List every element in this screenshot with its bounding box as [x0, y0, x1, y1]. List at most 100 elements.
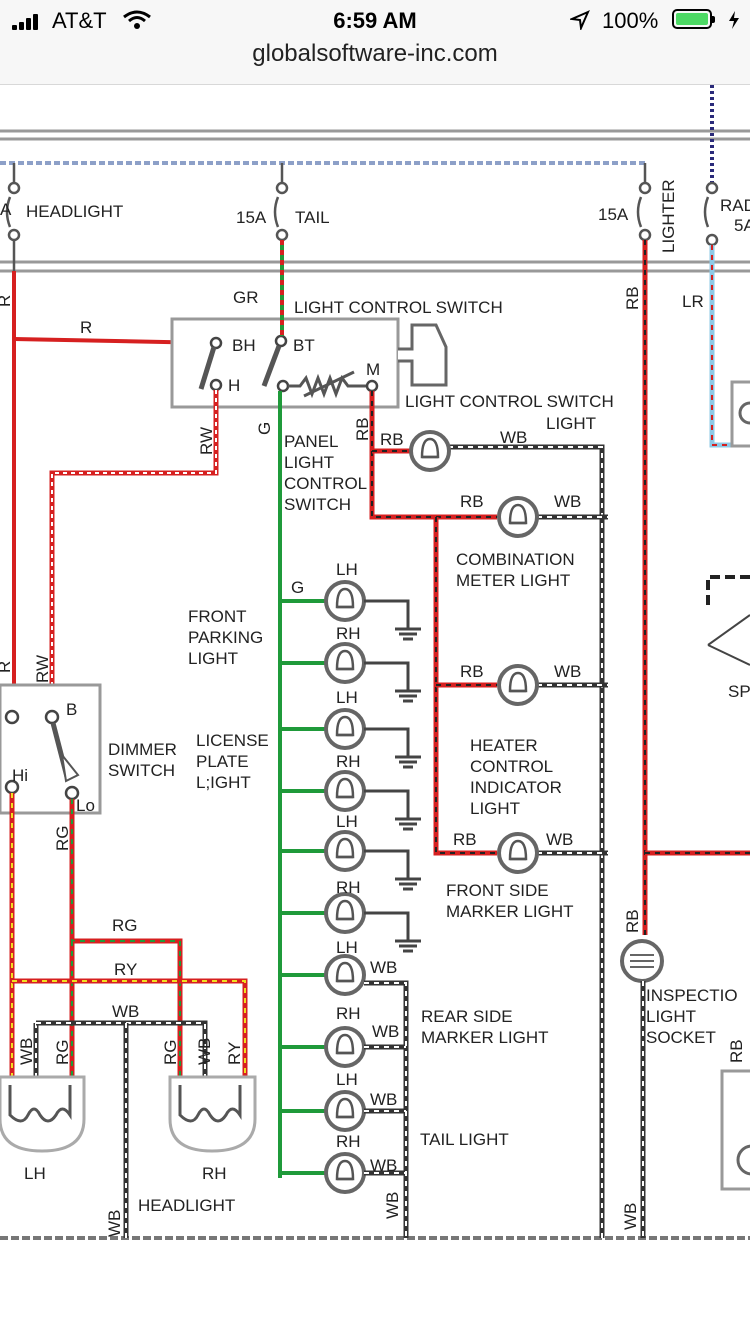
wire-label-wb11: WB	[112, 1002, 139, 1021]
rear-lamps	[280, 954, 409, 1238]
wire-label-rg1: RG	[53, 826, 72, 852]
rear-side-marker-label-2: MARKER LIGHT	[421, 1028, 549, 1047]
lamp-side-3: RH	[336, 752, 361, 771]
panel-light-label-2: LIGHT	[284, 453, 334, 472]
battery-icon	[672, 9, 715, 29]
switch-bt: BT	[293, 336, 315, 355]
lamp-side-7: RH	[336, 1004, 361, 1023]
wifi-icon	[123, 10, 151, 29]
lamp-side-1: RH	[336, 624, 361, 643]
wire-label-wb9: WB	[383, 1192, 402, 1219]
switch-bh: BH	[232, 336, 256, 355]
license-plate-label-2: PLATE	[196, 752, 249, 771]
wire-label-rw1: RW	[197, 427, 216, 455]
status-bar: AT&T 6:59 AM 100% globalsoftware-inc.com	[0, 0, 750, 85]
front-side-marker-label-2: MARKER LIGHT	[446, 902, 574, 921]
front-parking-label-3: LIGHT	[188, 649, 238, 668]
wire-label-rb8: RB	[727, 1039, 746, 1063]
inspection-label-3: SOCKET	[646, 1028, 716, 1047]
location-arrow-icon	[570, 10, 590, 30]
wire-label-rg4: RG	[161, 1040, 180, 1066]
dimmer-label-1: DIMMER	[108, 740, 177, 759]
front-parking-label-2: PARKING	[188, 628, 263, 647]
front-side-marker-label-1: FRONT SIDE	[446, 881, 549, 900]
lamp-side-6: LH	[336, 938, 358, 957]
speaker-label: SP	[728, 682, 750, 701]
fuse-lighter-rating: 15A	[598, 205, 629, 224]
heater-label-1: HEATER	[470, 736, 538, 755]
lcs-light-lamp	[409, 430, 451, 472]
wire-label-rb5: RB	[453, 830, 477, 849]
headlight-bottom-label: HEADLIGHT	[138, 1196, 235, 1215]
wire-label-wb3: WB	[554, 662, 581, 681]
dimmer-lo: Lo	[76, 796, 95, 815]
panel-light-label-4: SWITCH	[284, 495, 351, 514]
wire-label-wb2: WB	[554, 492, 581, 511]
switch-h: H	[228, 376, 240, 395]
inspection-label-1: INSPECTIO	[646, 986, 738, 1005]
signal-icon	[12, 14, 46, 30]
lamp-side-5: RH	[336, 878, 361, 897]
wire-label-rb6: RB	[623, 286, 642, 310]
charging-bolt-icon	[729, 11, 739, 29]
wire-label-wb6: WB	[372, 1022, 399, 1041]
headlight-rh-label: RH	[202, 1164, 227, 1183]
clock: 6:59 AM	[333, 8, 417, 33]
lamp-side-8: LH	[336, 1070, 358, 1089]
license-plate-label-3: L;IGHT	[196, 773, 251, 792]
dimmer-b: B	[66, 700, 77, 719]
switch-m: M	[366, 360, 380, 379]
wire-label-wb1: WB	[500, 428, 527, 447]
wire-label-rw2: RW	[33, 655, 52, 683]
panel-light-label-3: CONTROL	[284, 474, 367, 493]
heater-label-2: CONTROL	[470, 757, 553, 776]
wire-label-r2: R	[80, 318, 92, 337]
heater-label-4: LIGHT	[470, 799, 520, 818]
battery-percent: 100%	[602, 8, 659, 33]
fuse-headlight-label: HEADLIGHT	[26, 202, 123, 221]
wire-label-wb13: WB	[195, 1038, 214, 1065]
heater-label-3: INDICATOR	[470, 778, 562, 797]
carrier: AT&T	[52, 8, 107, 33]
wire-label-rb2: RB	[380, 430, 404, 449]
fuse-tail-rating: 15A	[236, 208, 267, 227]
wire-label-rg2: RG	[112, 916, 138, 935]
wire-label-wb4: WB	[546, 830, 573, 849]
tail-light-label: TAIL LIGHT	[420, 1130, 509, 1149]
dimmer-hi: Hi	[12, 766, 28, 785]
wire-label-wb12: WB	[17, 1038, 36, 1065]
wire-label-wb8: WB	[370, 1156, 397, 1175]
fuse-rad-rating: 5A	[734, 216, 750, 235]
wire-label-rg3: RG	[53, 1040, 72, 1066]
wire-label-r1: R	[0, 295, 14, 307]
panel-light-label-1: PANEL	[284, 432, 339, 451]
front-side-marker-lamp	[497, 832, 539, 874]
fuse-edge-label: A	[0, 200, 12, 219]
light-control-switch-title: LIGHT CONTROL SWITCH	[294, 298, 503, 317]
fuse-rad-label: RAD	[720, 196, 750, 215]
headlight-lh-label: LH	[24, 1164, 46, 1183]
wire-label-ry1: RY	[114, 960, 137, 979]
lamp-side-0: LH	[336, 560, 358, 579]
wire-label-g-branch: G	[291, 578, 304, 597]
parking-lamps	[280, 580, 423, 953]
front-parking-label-1: FRONT	[188, 607, 247, 626]
url-bar[interactable]: globalsoftware-inc.com	[252, 40, 498, 67]
wire-label-r3: R	[0, 661, 14, 673]
wire-label-rb3: RB	[460, 492, 484, 511]
lamp-side-4: LH	[336, 812, 358, 831]
heater-control-lamp	[497, 664, 539, 706]
license-plate-label-1: LICENSE	[196, 731, 269, 750]
wire-label-ry2: RY	[225, 1042, 244, 1065]
dimmer-label-2: SWITCH	[108, 761, 175, 780]
wire-label-wb5: WB	[370, 958, 397, 977]
wire-label-wb7: WB	[370, 1090, 397, 1109]
wire-label-rb4: RB	[460, 662, 484, 681]
wire-label-rb7: RB	[623, 909, 642, 933]
lcs-light-label-2: LIGHT	[546, 414, 596, 433]
combination-meter-label-2: METER LIGHT	[456, 571, 570, 590]
wiring-diagram: A HEADLIGHT 15A TAIL 15A LIGHTER RAD 5A …	[0, 85, 750, 1240]
rear-side-marker-label-1: REAR SIDE	[421, 1007, 513, 1026]
wire-label-gr: GR	[233, 288, 259, 307]
wire-label-wb10: WB	[621, 1203, 640, 1230]
